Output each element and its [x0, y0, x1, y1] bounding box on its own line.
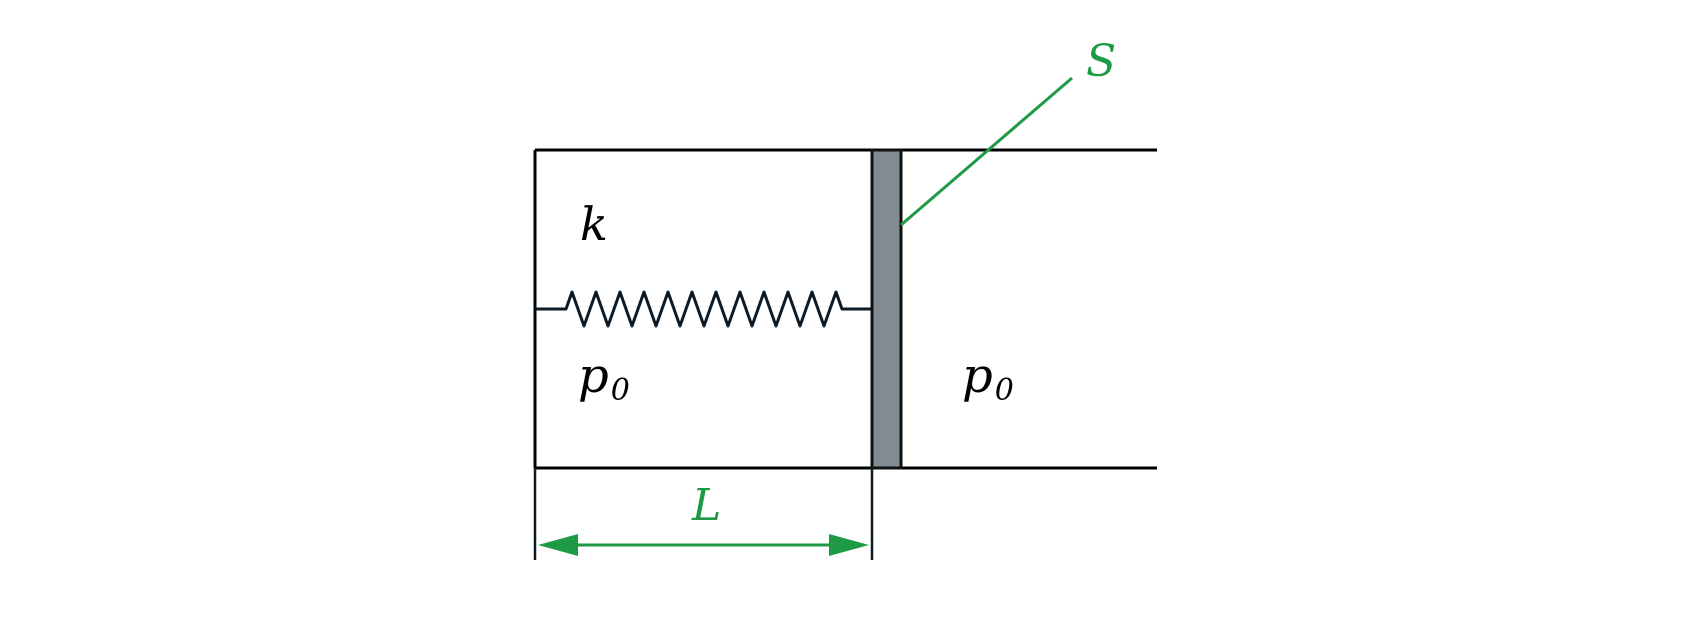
length-label: L	[691, 480, 721, 531]
pressure-right-sub: 0	[995, 373, 1014, 408]
area-label: S	[1086, 36, 1116, 87]
spring-constant-label: k	[580, 197, 608, 251]
piston	[870, 148, 903, 470]
spring	[535, 290, 872, 328]
length-arrow-head-left	[538, 534, 578, 556]
pressure-right-label: p0	[962, 348, 1014, 408]
length-arrow-head-right	[829, 534, 869, 556]
pressure-left-base: p	[578, 348, 609, 404]
pressure-left-sub: 0	[611, 373, 630, 408]
length-dimension-arrow	[538, 534, 869, 556]
area-pointer-line	[900, 76, 1073, 227]
pressure-right-base: p	[962, 348, 993, 404]
pressure-left-label: p0	[578, 348, 630, 408]
